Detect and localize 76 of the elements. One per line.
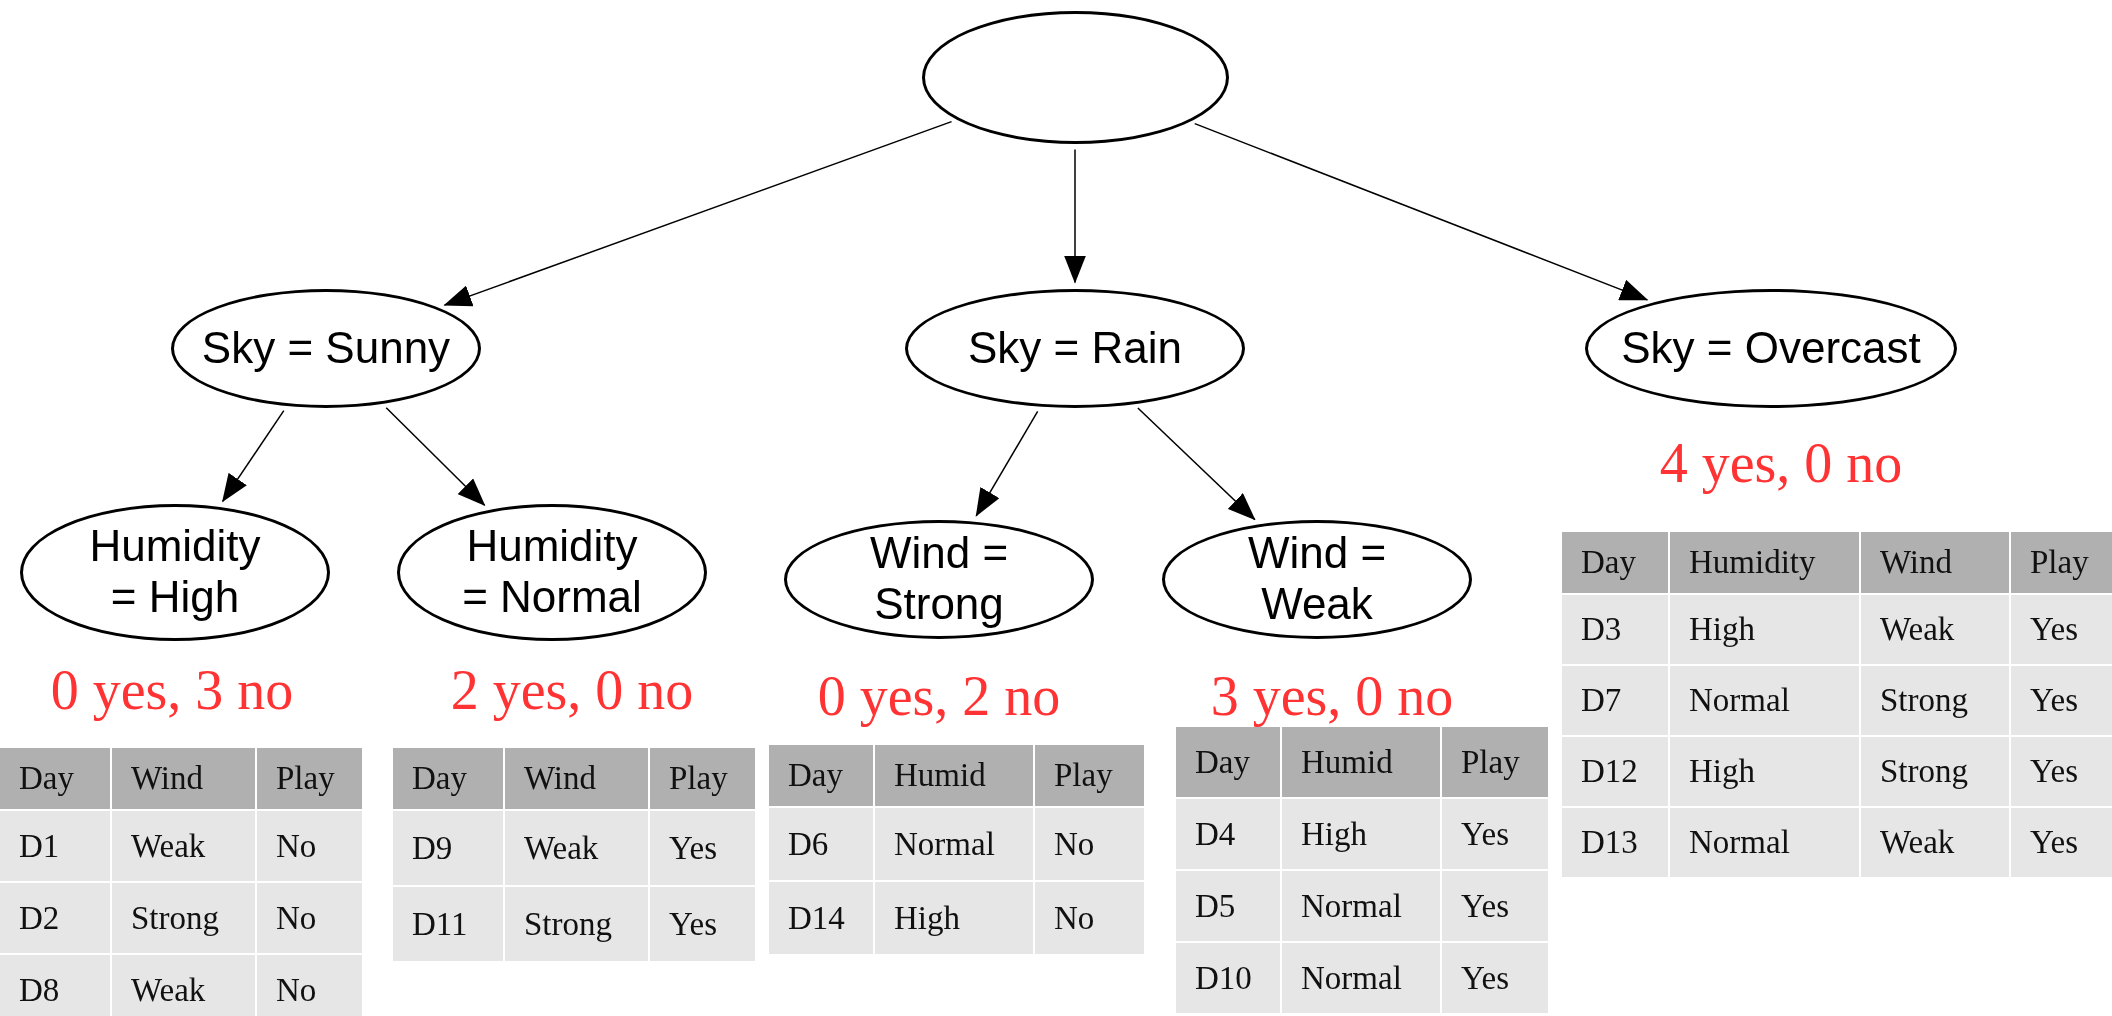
table-cell: D13 — [1562, 808, 1668, 877]
table-cell: High — [1670, 737, 1859, 806]
table-cell: Strong — [505, 887, 648, 961]
table-cell: Normal — [1282, 871, 1440, 941]
table-header-cell: Day — [769, 745, 873, 806]
node-label: Sky = Rain — [968, 322, 1182, 374]
table-cell: Weak — [1861, 595, 2009, 664]
table-header-cell: Day — [0, 748, 110, 809]
table-header-cell: Play — [650, 748, 755, 809]
table-cell: Weak — [505, 811, 648, 885]
node-label: Humidity = High — [88, 521, 262, 623]
table-cell: Weak — [112, 955, 255, 1016]
table-header-cell: Wind — [505, 748, 648, 809]
node-label: Wind = Strong — [868, 528, 1010, 630]
node-label: Sky = Sunny — [201, 322, 451, 374]
table-cell: D11 — [393, 887, 503, 961]
table-cell: High — [1670, 595, 1859, 664]
table-cell: Weak — [112, 811, 255, 881]
table-cell: Yes — [650, 887, 755, 961]
node-label: Humidity = Normal — [461, 521, 643, 623]
table-cell: Yes — [2011, 666, 2112, 735]
arrow — [1137, 407, 1256, 521]
table-cell: No — [257, 955, 362, 1016]
table-cell: Strong — [1861, 737, 2009, 806]
table-header-cell: Wind — [1861, 532, 2009, 593]
table-cell: Normal — [1670, 808, 1859, 877]
table-cell: Yes — [2011, 808, 2112, 877]
arrow — [975, 410, 1039, 517]
table-cell: Normal — [875, 808, 1033, 880]
arrow — [385, 406, 486, 506]
arrow — [221, 409, 285, 503]
table-cell: Yes — [1442, 871, 1548, 941]
table-cell: D8 — [0, 955, 110, 1016]
table-cell: High — [875, 882, 1033, 954]
table-cell: High — [1282, 799, 1440, 869]
arrow — [443, 120, 953, 307]
table-cell: D1 — [0, 811, 110, 881]
table-header-cell: Day — [1176, 727, 1280, 797]
table-cell: No — [1035, 808, 1144, 880]
table-header-cell: Day — [393, 748, 503, 809]
table-cell: No — [257, 883, 362, 953]
table-header-cell: Humid — [875, 745, 1033, 806]
table-header-cell: Humidity — [1670, 532, 1859, 593]
arrow — [1064, 148, 1086, 284]
table-cell: Strong — [112, 883, 255, 953]
table-cell: Yes — [650, 811, 755, 885]
table-cell: D14 — [769, 882, 873, 954]
table-header-cell: Day — [1562, 532, 1668, 593]
table-cell: Weak — [1861, 808, 2009, 877]
table-header-cell: Play — [2011, 532, 2112, 593]
table-cell: D4 — [1176, 799, 1280, 869]
table-cell: Yes — [1442, 799, 1548, 869]
table-cell: Yes — [1442, 943, 1548, 1013]
table-cell: D10 — [1176, 943, 1280, 1013]
table-cell: D9 — [393, 811, 503, 885]
table-cell: Yes — [2011, 595, 2112, 664]
table-cell: D5 — [1176, 871, 1280, 941]
table-header-cell: Play — [1035, 745, 1144, 806]
table-cell: D2 — [0, 883, 110, 953]
table-cell: D7 — [1562, 666, 1668, 735]
table-cell: D3 — [1562, 595, 1668, 664]
table-header-cell: Play — [257, 748, 362, 809]
table-cell: Strong — [1861, 666, 2009, 735]
table-cell: No — [257, 811, 362, 881]
table-header-cell: Humid — [1282, 727, 1440, 797]
table-cell: Yes — [2011, 737, 2112, 806]
node-label: Wind = Weak — [1246, 528, 1388, 630]
table-cell: Normal — [1670, 666, 1859, 735]
table-header-cell: Wind — [112, 748, 255, 809]
table-cell: Normal — [1282, 943, 1440, 1013]
table-header-cell: Play — [1442, 727, 1548, 797]
table-cell: No — [1035, 882, 1144, 954]
table-cell: D12 — [1562, 737, 1668, 806]
arrow — [1194, 122, 1649, 301]
node-label: Sky = Overcast — [1621, 322, 1921, 374]
table-cell: D6 — [769, 808, 873, 880]
